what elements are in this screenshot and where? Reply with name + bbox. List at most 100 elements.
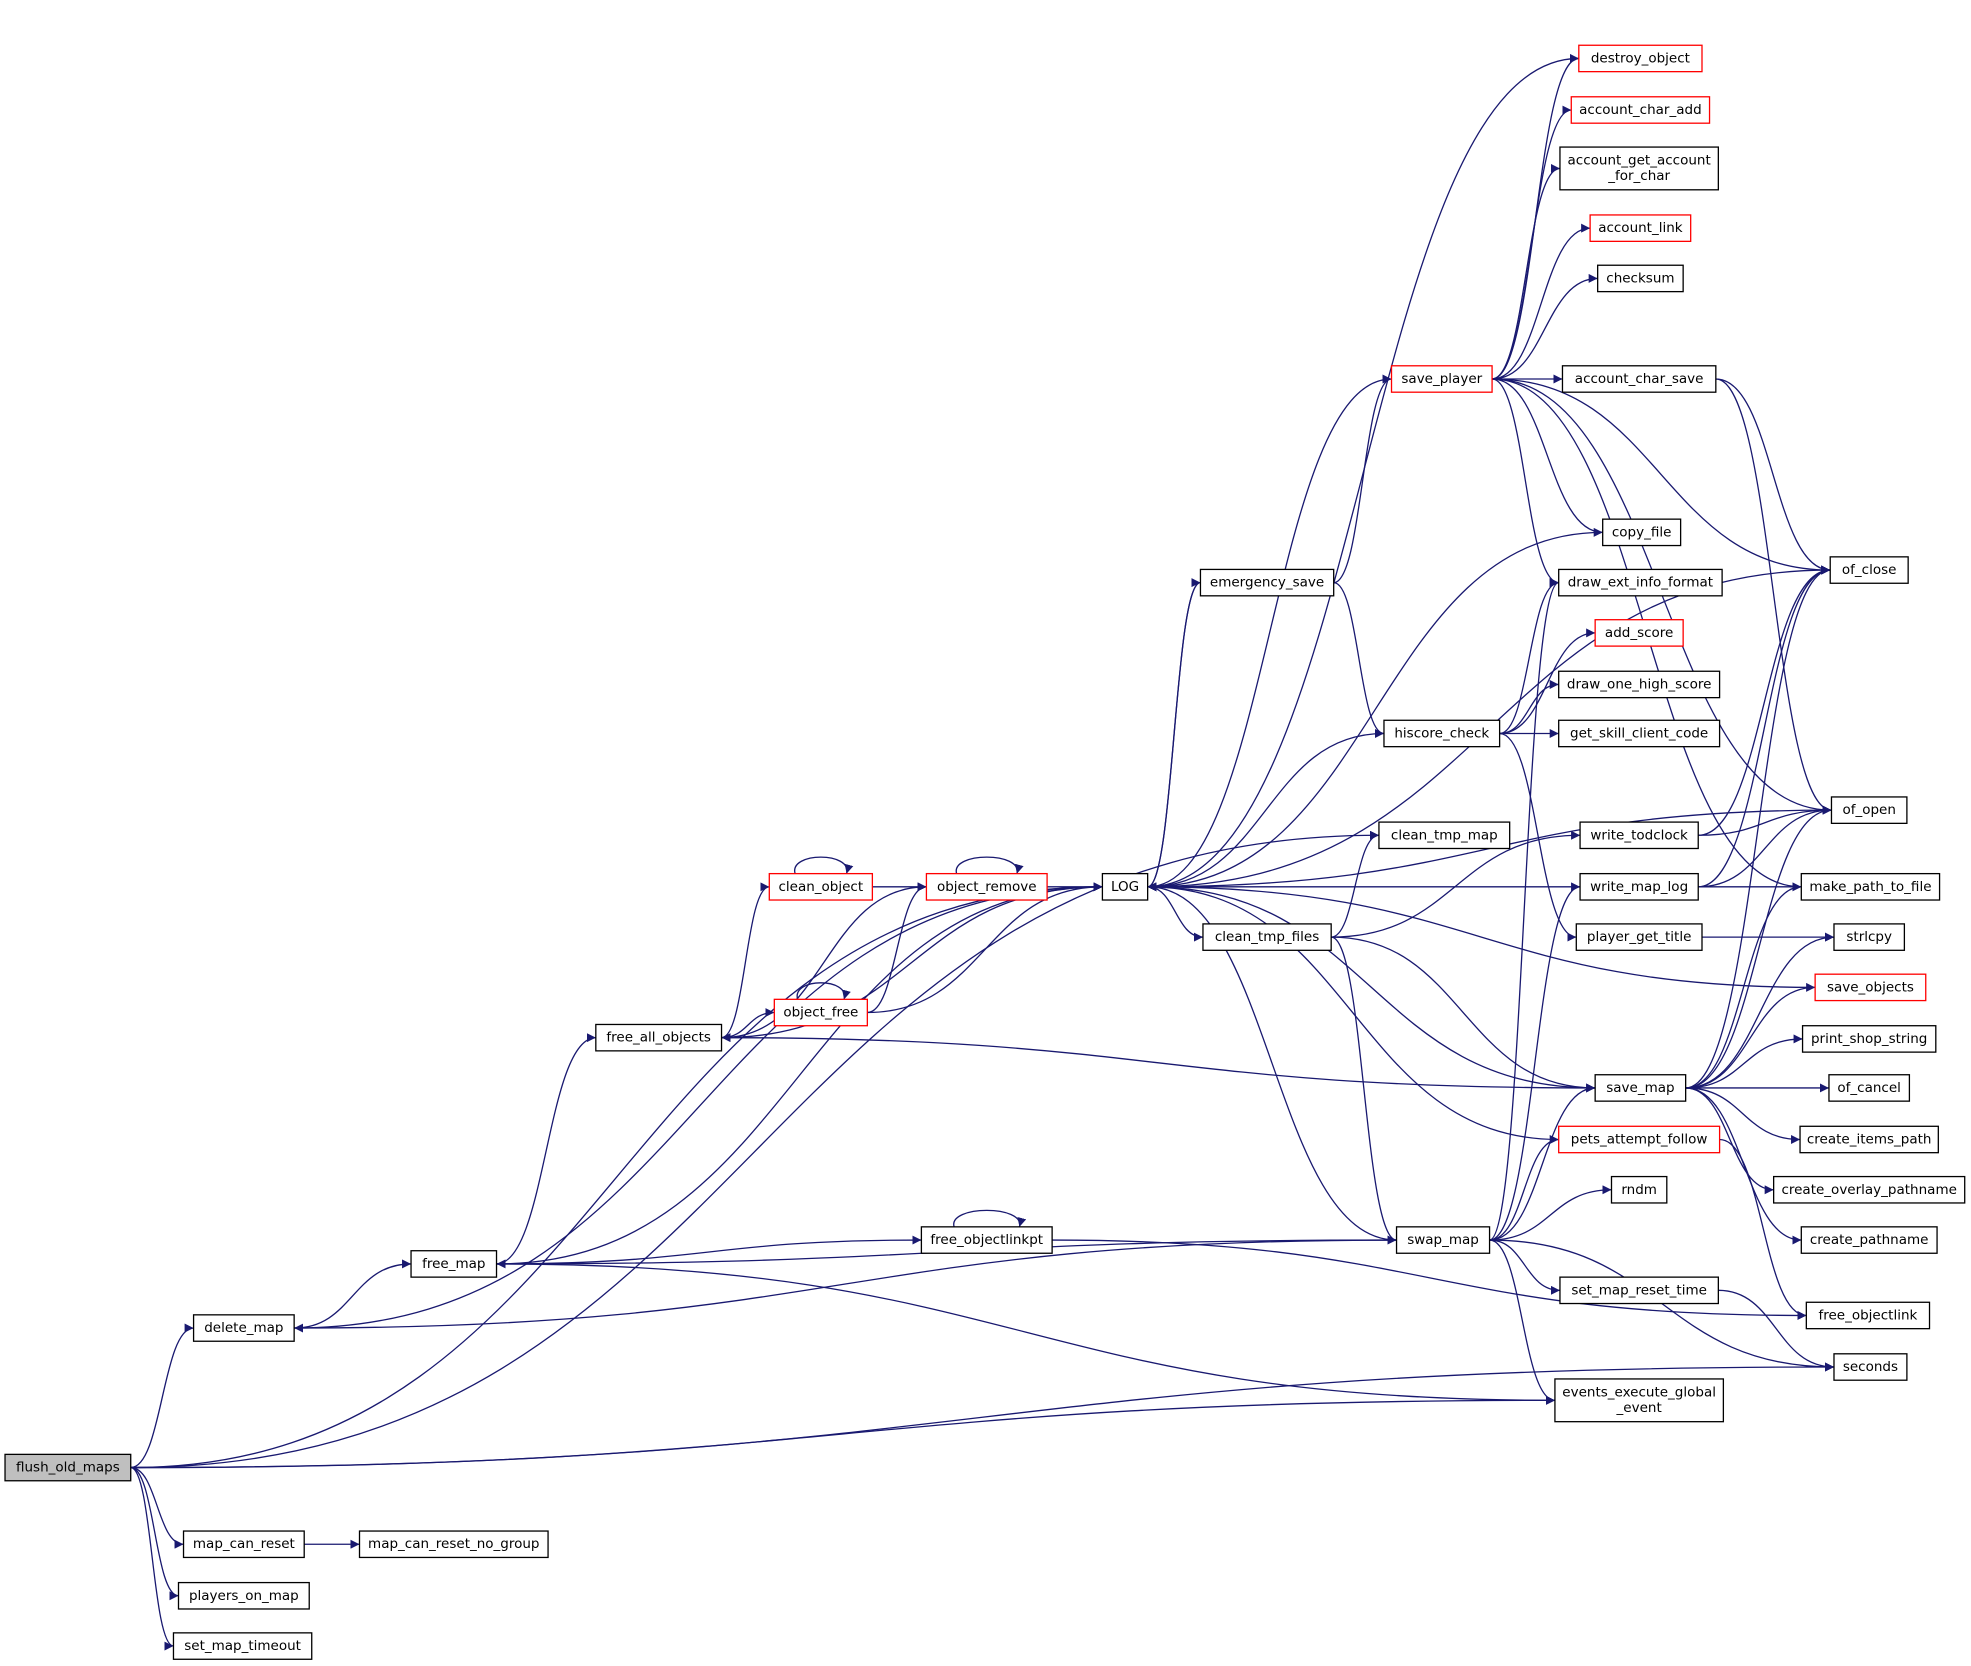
node-draw_ext_info_format[interactable]: draw_ext_info_format — [1558, 568, 1723, 597]
node-box — [1829, 556, 1909, 584]
node-create_pathname[interactable]: create_pathname — [1800, 1226, 1938, 1254]
node-write_map_log[interactable]: write_map_log — [1579, 872, 1699, 901]
node-clean_object[interactable]: clean_object — [768, 872, 874, 901]
node-label: clean_tmp_files — [1215, 929, 1319, 945]
node-label: rndm — [1621, 1182, 1657, 1198]
node-box — [595, 1023, 723, 1052]
node-box — [1558, 1125, 1721, 1154]
node-map_can_reset_no_group[interactable]: map_can_reset_no_group — [358, 1530, 549, 1559]
node-delete_map[interactable]: delete_map — [192, 1314, 295, 1342]
edge-free_objectlinkpt-to-free_objectlinkpt — [953, 1209, 1027, 1228]
node-pets_attempt_follow[interactable]: pets_attempt_follow — [1558, 1125, 1721, 1154]
node-make_path_to_file[interactable]: make_path_to_file — [1800, 872, 1941, 901]
node-account_char_save[interactable]: account_char_save — [1561, 365, 1717, 393]
node-box — [1579, 821, 1699, 850]
node-destroy_object[interactable]: destroy_object — [1578, 44, 1703, 73]
node-hiscore_check[interactable]: hiscore_check — [1383, 719, 1501, 748]
node-label: events_execute_global — [1562, 1385, 1716, 1401]
node-label: free_objectlink — [1818, 1307, 1917, 1323]
node-box — [192, 1314, 295, 1342]
node-account_link[interactable]: account_link — [1589, 214, 1692, 242]
node-flush_old_maps[interactable]: flush_old_maps — [4, 1453, 132, 1482]
edge-object_free-to-LOG — [867, 882, 1103, 1014]
node-write_todclock[interactable]: write_todclock — [1579, 821, 1699, 850]
node-label: create_pathname — [1810, 1232, 1929, 1248]
node-label: destroy_object — [1591, 50, 1690, 66]
node-strlcpy[interactable]: strlcpy — [1833, 923, 1906, 951]
node-map_can_reset[interactable]: map_can_reset — [182, 1530, 305, 1559]
node-of_close[interactable]: of_close — [1829, 556, 1909, 584]
node-label: player_get_title — [1587, 929, 1692, 945]
node-set_map_reset_time[interactable]: set_map_reset_time — [1559, 1276, 1719, 1305]
node-swap_map[interactable]: swap_map — [1395, 1226, 1491, 1254]
node-label: save_player — [1401, 371, 1482, 387]
node-clean_tmp_map[interactable]: clean_tmp_map — [1378, 821, 1511, 850]
node-save_player[interactable]: save_player — [1390, 365, 1493, 393]
node-free_map[interactable]: free_map — [410, 1250, 498, 1278]
node-box — [1801, 1025, 1937, 1053]
node-rndm[interactable]: rndm — [1610, 1175, 1668, 1204]
edge-flush_old_maps-to-delete_map — [130, 1323, 194, 1469]
node-save_map[interactable]: save_map — [1594, 1074, 1687, 1102]
node-events_execute_global_event[interactable]: events_execute_global_event — [1554, 1378, 1725, 1423]
edge-swap_map-to-delete_map — [294, 1239, 1397, 1333]
node-object_remove[interactable]: object_remove — [925, 872, 1048, 901]
node-label: flush_old_maps — [16, 1460, 120, 1476]
node-free_objectlink[interactable]: free_objectlink — [1805, 1301, 1931, 1330]
node-label: create_overlay_pathname — [1781, 1182, 1956, 1198]
node-create_overlay_pathname[interactable]: create_overlay_pathname — [1772, 1175, 1966, 1204]
node-label: swap_map — [1407, 1232, 1479, 1248]
edge-emergency_save-to-hiscore_check — [1333, 581, 1385, 738]
node-label: set_map_timeout — [184, 1638, 301, 1654]
node-label: object_free — [783, 1005, 858, 1021]
node-copy_file[interactable]: copy_file — [1602, 518, 1682, 547]
node-player_get_title[interactable]: player_get_title — [1575, 923, 1703, 951]
node-players_on_map[interactable]: players_on_map — [177, 1581, 310, 1610]
node-create_items_path[interactable]: create_items_path — [1799, 1125, 1939, 1154]
edge-swap_map-to-events_execute_global_event — [1489, 1239, 1556, 1405]
node-LOG[interactable]: LOG — [1101, 872, 1149, 901]
node-save_objects[interactable]: save_objects — [1814, 973, 1927, 1002]
edge-object_free-to-object_free — [796, 982, 851, 1000]
edge-flush_old_maps-to-map_can_reset — [130, 1466, 184, 1549]
node-label: save_map — [1606, 1080, 1674, 1096]
edge-copy_file-to-LOG — [1147, 531, 1603, 892]
edge-flush_old_maps-to-set_map_timeout — [130, 1466, 174, 1651]
node-label: players_on_map — [189, 1588, 299, 1604]
node-label: account_get_account — [1568, 153, 1711, 169]
edge-account_char_save-to-of_close — [1715, 378, 1831, 575]
edge-free_map-to-LOG — [496, 882, 1103, 1265]
node-label: free_objectlinkpt — [930, 1232, 1043, 1248]
node-emergency_save[interactable]: emergency_save — [1199, 568, 1335, 597]
node-object_free[interactable]: object_free — [773, 998, 868, 1027]
node-set_map_timeout[interactable]: set_map_timeout — [172, 1632, 313, 1660]
node-box — [768, 872, 874, 901]
node-box — [1772, 1175, 1966, 1204]
node-account_get_account_for_char[interactable]: account_get_account_for_char — [1559, 146, 1719, 191]
edge-write_todclock-to-of_close — [1698, 565, 1831, 836]
node-get_skill_client_code[interactable]: get_skill_client_code — [1558, 719, 1721, 748]
node-clean_tmp_files[interactable]: clean_tmp_files — [1202, 923, 1332, 951]
node-of_open[interactable]: of_open — [1830, 796, 1908, 824]
node-label: free_all_objects — [606, 1030, 711, 1046]
node-free_objectlinkpt[interactable]: free_objectlinkpt — [920, 1226, 1053, 1254]
edge-save_map-to-print_shop_string — [1685, 1034, 1803, 1089]
node-box — [1805, 1301, 1931, 1330]
node-box — [1199, 568, 1335, 597]
node-box — [4, 1453, 132, 1482]
edge-save_player-to-copy_file — [1492, 378, 1603, 537]
edge-save_map-to-strlcpy — [1685, 932, 1834, 1089]
edge-flush_old_maps-to-LOG — [130, 882, 1103, 1469]
node-add_score[interactable]: add_score — [1594, 619, 1684, 647]
edge-pets_attempt_follow-to-LOG — [1147, 882, 1559, 1141]
edge-emergency_save-to-save_player — [1333, 374, 1392, 584]
node-checksum[interactable]: checksum — [1597, 264, 1684, 293]
node-free_all_objects[interactable]: free_all_objects — [595, 1023, 723, 1052]
node-label: pets_attempt_follow — [1571, 1131, 1708, 1147]
node-draw_one_high_score[interactable]: draw_one_high_score — [1558, 670, 1721, 699]
node-account_char_add[interactable]: account_char_add — [1570, 96, 1711, 124]
node-print_shop_string[interactable]: print_shop_string — [1801, 1025, 1937, 1053]
node-box — [1378, 821, 1511, 850]
node-of_cancel[interactable]: of_cancel — [1828, 1074, 1911, 1102]
node-seconds[interactable]: seconds — [1833, 1353, 1908, 1381]
